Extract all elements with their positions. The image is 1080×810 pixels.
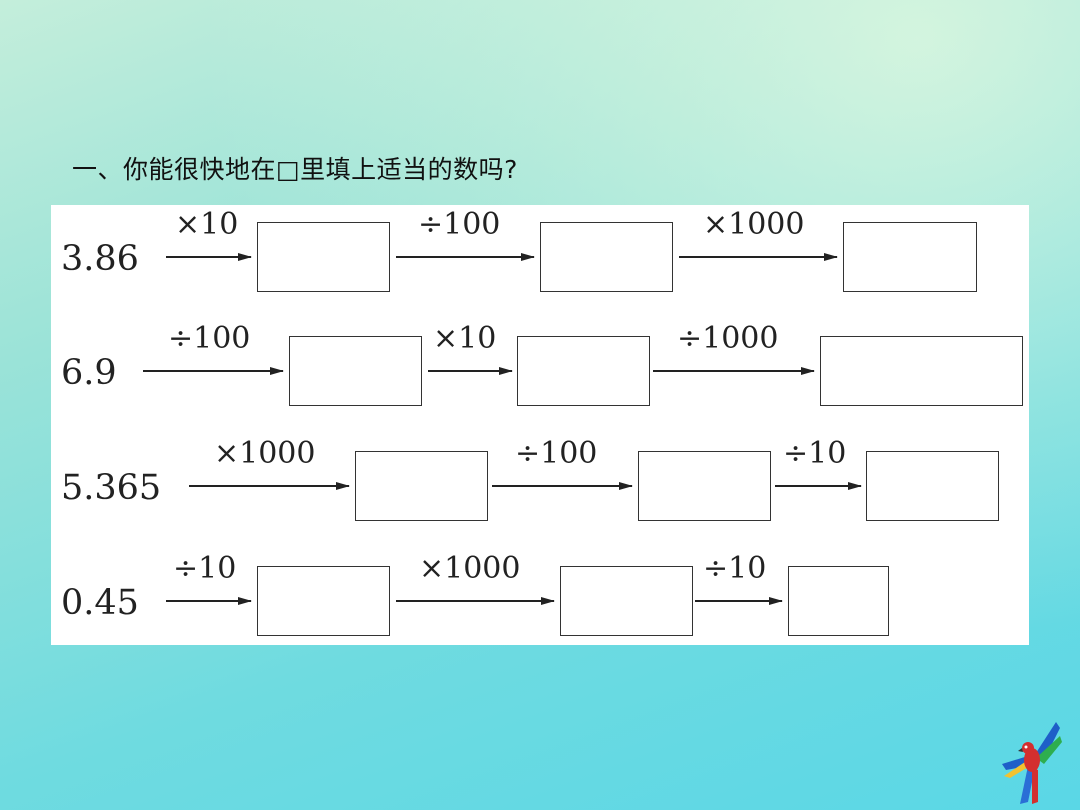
answer-box[interactable] — [257, 222, 390, 292]
operation-label: ÷10 — [173, 551, 237, 586]
answer-box[interactable] — [843, 222, 977, 292]
operation-label: ÷100 — [168, 321, 251, 356]
answer-box[interactable] — [355, 451, 488, 521]
exercise-panel: 3.86 ×10 ÷100 ×1000 6.9 ÷100 ×10 ÷1000 5… — [51, 205, 1029, 645]
operation-label: ÷100 — [418, 207, 501, 242]
answer-box[interactable] — [820, 336, 1023, 406]
operation-label: ×10 — [175, 207, 239, 242]
answer-box[interactable] — [638, 451, 771, 521]
operation-label: ÷1000 — [677, 321, 779, 356]
answer-box[interactable] — [517, 336, 650, 406]
arrows-layer — [143, 253, 862, 605]
start-number: 3.86 — [61, 239, 139, 279]
answer-box[interactable] — [866, 451, 999, 521]
operation-label: ÷10 — [703, 551, 767, 586]
operation-label: ÷10 — [783, 436, 847, 471]
operation-label: ×1000 — [703, 207, 805, 242]
answer-box[interactable] — [788, 566, 889, 636]
operation-label: ×1000 — [419, 551, 521, 586]
start-number: 0.45 — [61, 583, 139, 623]
answer-box[interactable] — [257, 566, 390, 636]
operation-label: ÷100 — [515, 436, 598, 471]
start-number: 5.365 — [61, 468, 162, 508]
operation-label: ×1000 — [214, 436, 316, 471]
answer-box[interactable] — [289, 336, 422, 406]
start-number: 6.9 — [61, 353, 117, 393]
question-title: 一、你能很快地在□里填上适当的数吗? — [72, 155, 518, 184]
answer-box[interactable] — [540, 222, 673, 292]
answer-box[interactable] — [560, 566, 693, 636]
operation-label: ×10 — [433, 321, 497, 356]
parrot-icon — [1002, 722, 1062, 804]
